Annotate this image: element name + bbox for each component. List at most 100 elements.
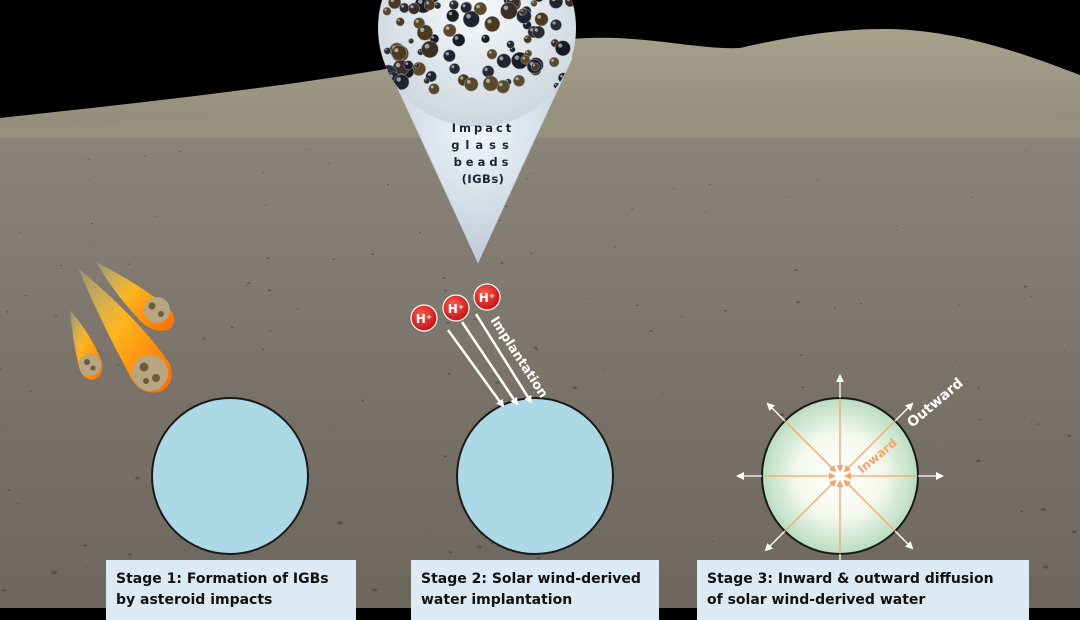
rock <box>937 444 939 445</box>
glass-bead-highlight <box>451 65 455 69</box>
rock <box>247 282 251 285</box>
glass-bead <box>408 38 414 44</box>
rock <box>658 322 660 324</box>
rock <box>92 244 94 246</box>
glass-bead <box>533 0 545 3</box>
rock <box>87 159 90 160</box>
inward-diffusion-arrows <box>764 400 916 552</box>
rock <box>724 276 727 277</box>
glass-bead-highlight <box>532 1 534 4</box>
rock <box>713 370 715 372</box>
rock <box>977 387 980 389</box>
rock <box>6 311 9 313</box>
rock <box>30 391 33 393</box>
hydrogen-ion-icon: H⁺ <box>410 304 438 332</box>
rock <box>305 149 308 151</box>
glass-bead-highlight <box>424 43 430 49</box>
glass-bead-highlight <box>427 73 431 76</box>
glass-bead-highlight <box>385 48 387 51</box>
implantation-arrows <box>446 313 533 408</box>
stage2-glass-bead <box>456 397 614 555</box>
glass-bead <box>446 9 460 23</box>
glass-bead-highlight <box>394 48 399 53</box>
glass-bead <box>550 19 562 31</box>
glass-bead-highlight <box>405 62 409 65</box>
rock <box>24 295 28 297</box>
rock <box>649 329 653 332</box>
glass-bead-highlight <box>466 13 471 19</box>
rock <box>1025 150 1027 152</box>
rock <box>448 551 453 554</box>
rock <box>267 289 272 292</box>
glass-bead-highlight <box>551 0 556 2</box>
glass-bead-highlight <box>558 43 563 48</box>
rock <box>730 225 732 227</box>
rock <box>590 298 592 300</box>
rock <box>332 258 335 260</box>
flaming-asteroid-icon <box>96 262 175 331</box>
rock <box>327 162 330 164</box>
glass-bead <box>520 54 531 65</box>
glass-bead <box>408 2 420 15</box>
glass-bead-highlight <box>426 1 430 5</box>
rock <box>958 304 961 306</box>
rock <box>530 252 533 255</box>
rock <box>127 553 133 556</box>
rock <box>631 208 634 210</box>
glass-bead <box>443 49 456 63</box>
glass-bead <box>391 45 407 61</box>
glass-bead-highlight <box>415 19 419 23</box>
glass-bead <box>464 77 479 92</box>
rock <box>712 540 715 542</box>
rock <box>859 302 862 305</box>
glass-bead <box>482 75 499 92</box>
rock <box>0 368 2 370</box>
rock <box>779 413 785 417</box>
glass-bead-highlight <box>567 0 570 2</box>
rock <box>356 162 358 163</box>
rock <box>90 222 93 224</box>
rock <box>498 219 501 222</box>
callout-line: glass <box>451 138 515 152</box>
rock <box>801 386 805 389</box>
caption-line: Stage 2: Solar wind-derived <box>421 571 641 587</box>
rock <box>418 232 422 234</box>
glass-beads-photo-icon <box>379 0 576 95</box>
glass-bead-highlight <box>552 21 556 25</box>
rock <box>143 155 146 157</box>
glass-bead-highlight <box>484 67 488 71</box>
glass-bead <box>486 48 498 60</box>
rock <box>473 319 477 321</box>
rock <box>1066 434 1072 437</box>
rock <box>526 178 529 180</box>
rock <box>246 285 249 287</box>
rock <box>337 521 343 525</box>
flaming-asteroid-icon <box>70 310 103 380</box>
stage1-glass-bead <box>151 397 309 555</box>
rock <box>535 348 539 351</box>
rock <box>505 205 508 207</box>
glass-bead-highlight <box>462 4 466 8</box>
glass-bead-highlight <box>396 77 401 82</box>
ion-label: H⁺ <box>479 291 495 305</box>
glass-bead <box>428 83 440 95</box>
rock <box>1077 156 1080 157</box>
rock <box>895 229 898 231</box>
rock <box>1068 446 1071 447</box>
rock <box>333 426 336 428</box>
glass-bead <box>484 16 501 32</box>
glass-bead-highlight <box>482 36 486 39</box>
glass-bead <box>399 2 410 14</box>
glass-bead <box>423 77 430 84</box>
outward-diffusion-arrows <box>736 374 944 580</box>
rock <box>135 476 140 480</box>
rock <box>82 544 87 547</box>
rock <box>88 180 91 182</box>
rock <box>1043 565 1049 569</box>
rock <box>96 383 99 385</box>
rock <box>1020 510 1024 512</box>
glass-bead-highlight <box>476 4 480 9</box>
caption-line: Stage 3: Inward & outward diffusion <box>707 571 994 587</box>
caption-line: by asteroid impacts <box>116 592 273 608</box>
